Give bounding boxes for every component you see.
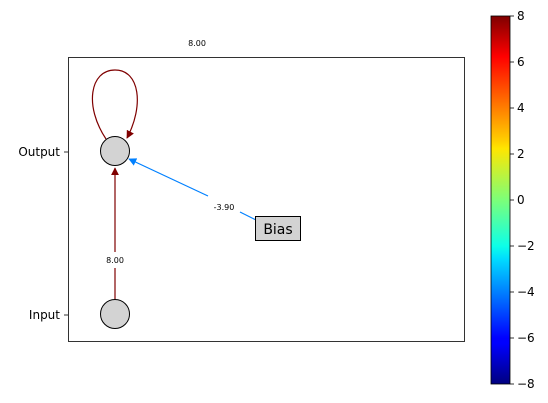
edge-bias-output-lower <box>239 211 257 221</box>
colorbar-tick-label: −6 <box>517 331 535 345</box>
plot-frame <box>68 57 465 342</box>
colorbar-tick-label: −4 <box>517 285 535 299</box>
colorbar-tick-label: −2 <box>517 239 535 253</box>
bias-label: Bias <box>263 222 292 238</box>
bias-box <box>255 216 301 241</box>
colorbar-tick-label: −8 <box>517 377 535 391</box>
y-tick-label-input: Input <box>29 308 60 322</box>
y-tick-label-output: Output <box>18 145 60 159</box>
node-output <box>100 136 130 166</box>
edge-output-self-loop <box>91 69 138 140</box>
colorbar-tick-label: 8 <box>517 9 525 23</box>
colorbar-tick-label: 6 <box>517 55 525 69</box>
node-input <box>100 299 130 329</box>
edge-label-bias-output: -3.90 <box>214 203 235 212</box>
edge-label-self-loop: 8.00 <box>188 39 206 48</box>
colorbar <box>490 15 511 385</box>
colorbar-tick-label: 4 <box>517 101 525 115</box>
colorbar-tick-label: 2 <box>517 147 525 161</box>
edge-bias-to-output <box>128 158 209 197</box>
colorbar-tick-label: 0 <box>517 193 525 207</box>
colorbar-ticks: 8 6 4 2 0 −2 −4 −6 −8 <box>510 9 535 391</box>
edge-label-input-output: 8.00 <box>106 256 124 265</box>
